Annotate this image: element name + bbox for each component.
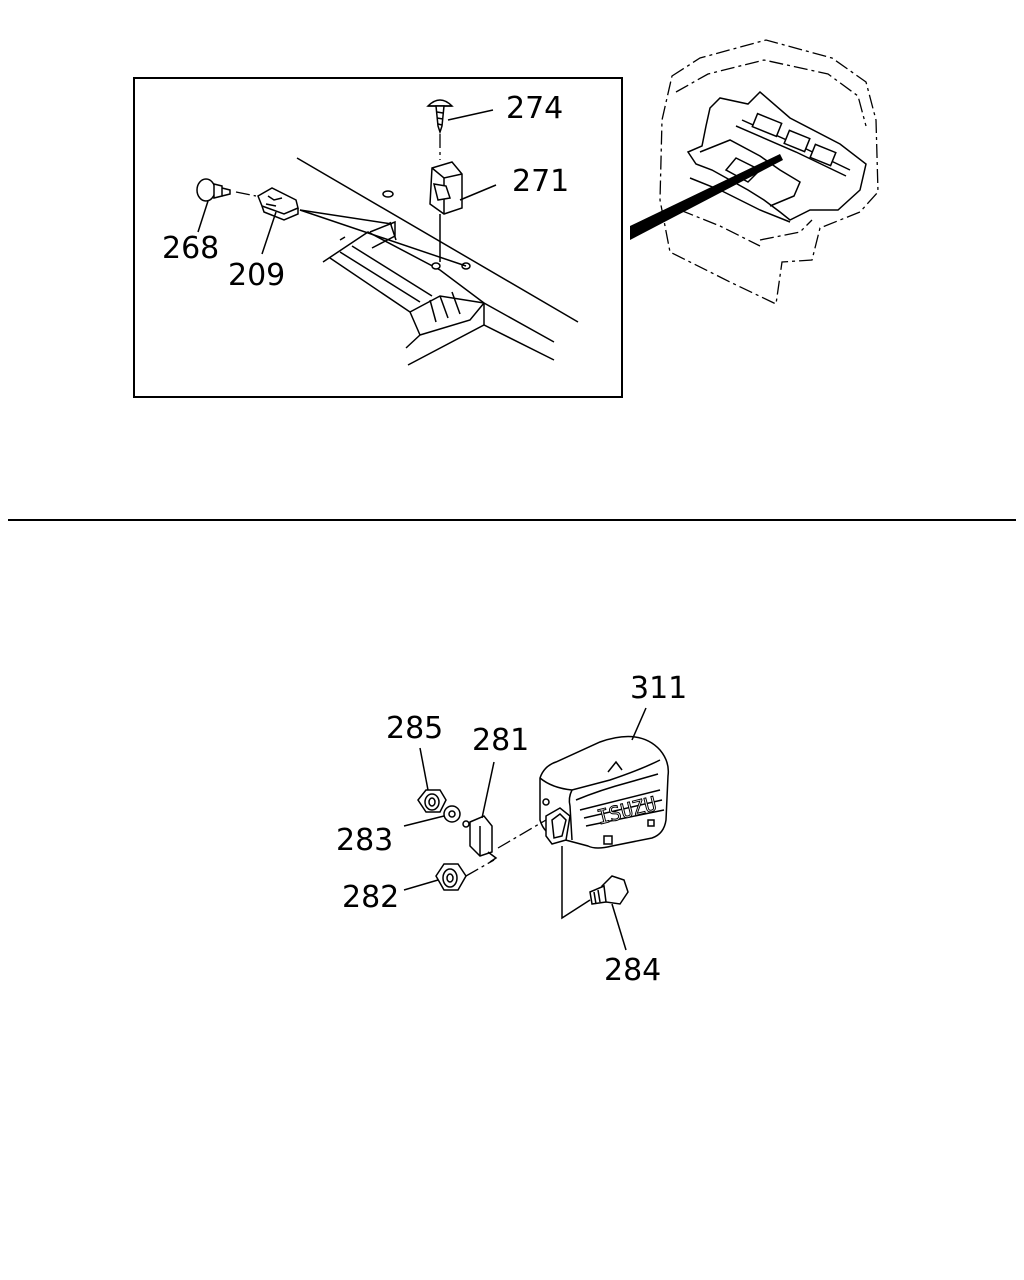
- leader-268: [197, 200, 209, 233]
- leader-284: [611, 903, 627, 951]
- label-283: 283: [336, 823, 393, 858]
- vehicle-cab-drawing: [659, 39, 879, 305]
- leader-282: [403, 879, 439, 891]
- screw-274-icon: [426, 99, 454, 160]
- leader-285: [419, 747, 429, 791]
- label-271: 271: [512, 164, 569, 199]
- label-311: 311: [630, 671, 687, 706]
- floor-panel-drawing: [296, 157, 579, 366]
- leader-271: [459, 184, 497, 201]
- label-281: 281: [472, 723, 529, 758]
- assembly-line-bolt: [561, 846, 591, 920]
- assembly-line-lower: [465, 859, 495, 877]
- leader-281: [481, 761, 495, 819]
- label-282: 282: [342, 880, 399, 915]
- assembly-line-upper: [497, 819, 547, 849]
- detail-pointer: [630, 154, 783, 240]
- leader-209: [261, 211, 277, 255]
- label-285: 285: [386, 711, 443, 746]
- bracket-281-icon: [462, 815, 498, 863]
- bolt-284-icon: [589, 875, 629, 905]
- cover-311-icon: ISUZU: [539, 735, 670, 849]
- label-284: 284: [604, 953, 661, 988]
- lower-diagram: ISUZU: [336, 671, 687, 988]
- clip-nut-209-icon: [257, 187, 299, 221]
- nut-282-icon: [435, 863, 467, 891]
- leader-311: [631, 707, 647, 741]
- label-268: 268: [162, 231, 219, 266]
- washer-283-icon: [443, 805, 461, 823]
- leader-274: [447, 109, 494, 121]
- upper-diagram: 274 271 268 209: [133, 39, 879, 398]
- detail-frame: [133, 77, 623, 398]
- nut-285-icon: [417, 789, 447, 813]
- clip-271-icon: [429, 161, 463, 262]
- rivet-268-icon: [196, 178, 257, 202]
- label-209: 209: [228, 258, 285, 293]
- label-274: 274: [506, 91, 563, 126]
- leader-283: [403, 815, 445, 827]
